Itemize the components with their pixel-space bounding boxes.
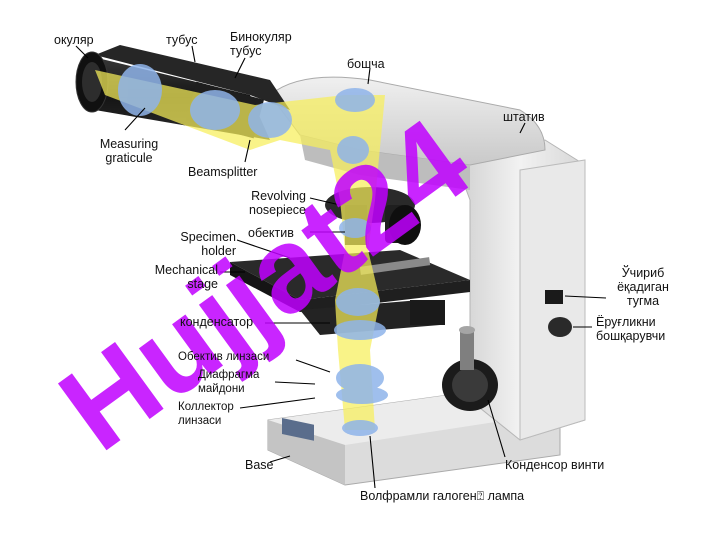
label-kollektor-linzasi: Коллектор линзаси bbox=[178, 401, 234, 427]
label-yoruglikni-boshqaruvchi: Ёруғликни бошқарувчи bbox=[596, 315, 666, 343]
label-beamsplitter: Beamsplitter bbox=[188, 165, 258, 179]
label-mechanical-stage: Mechanical stage bbox=[154, 263, 218, 291]
label-binokulyar-tubus: Бинокуляр тубус bbox=[230, 30, 292, 58]
label-kondensator: конденсатор bbox=[180, 315, 254, 329]
focus-knob bbox=[442, 326, 498, 411]
leader-lines bbox=[75, 45, 607, 489]
label-okulyar: окуляр bbox=[54, 33, 94, 47]
label-tubus: тубус bbox=[166, 33, 198, 47]
label-revolving-nosepiece: Revolving nosepiece bbox=[249, 189, 306, 217]
label-kondensor-vinti: Конденсор винти bbox=[505, 458, 605, 472]
label-obektiv-linzasi: Обектив линзаси bbox=[178, 351, 270, 363]
label-boshcha: бошча bbox=[347, 57, 385, 71]
label-measuring-graticule: Measuring graticule bbox=[99, 137, 159, 165]
lenses bbox=[118, 64, 388, 436]
label-volframli-lampa: Волфрамли галоген⍰ лампа bbox=[360, 489, 525, 503]
label-specimen-holder: Specimen holder bbox=[180, 230, 236, 258]
side-controls bbox=[545, 290, 572, 337]
label-diafragma-maydoni: Диафрагма майдони bbox=[198, 369, 260, 395]
label-shtativ: штатив bbox=[503, 110, 545, 124]
label-uchirib-yoqadigan-tugma: Ўчириб ёқадиган тугма bbox=[617, 266, 669, 308]
label-obektiv: обектив bbox=[248, 226, 294, 240]
label-base: Base bbox=[245, 458, 274, 472]
